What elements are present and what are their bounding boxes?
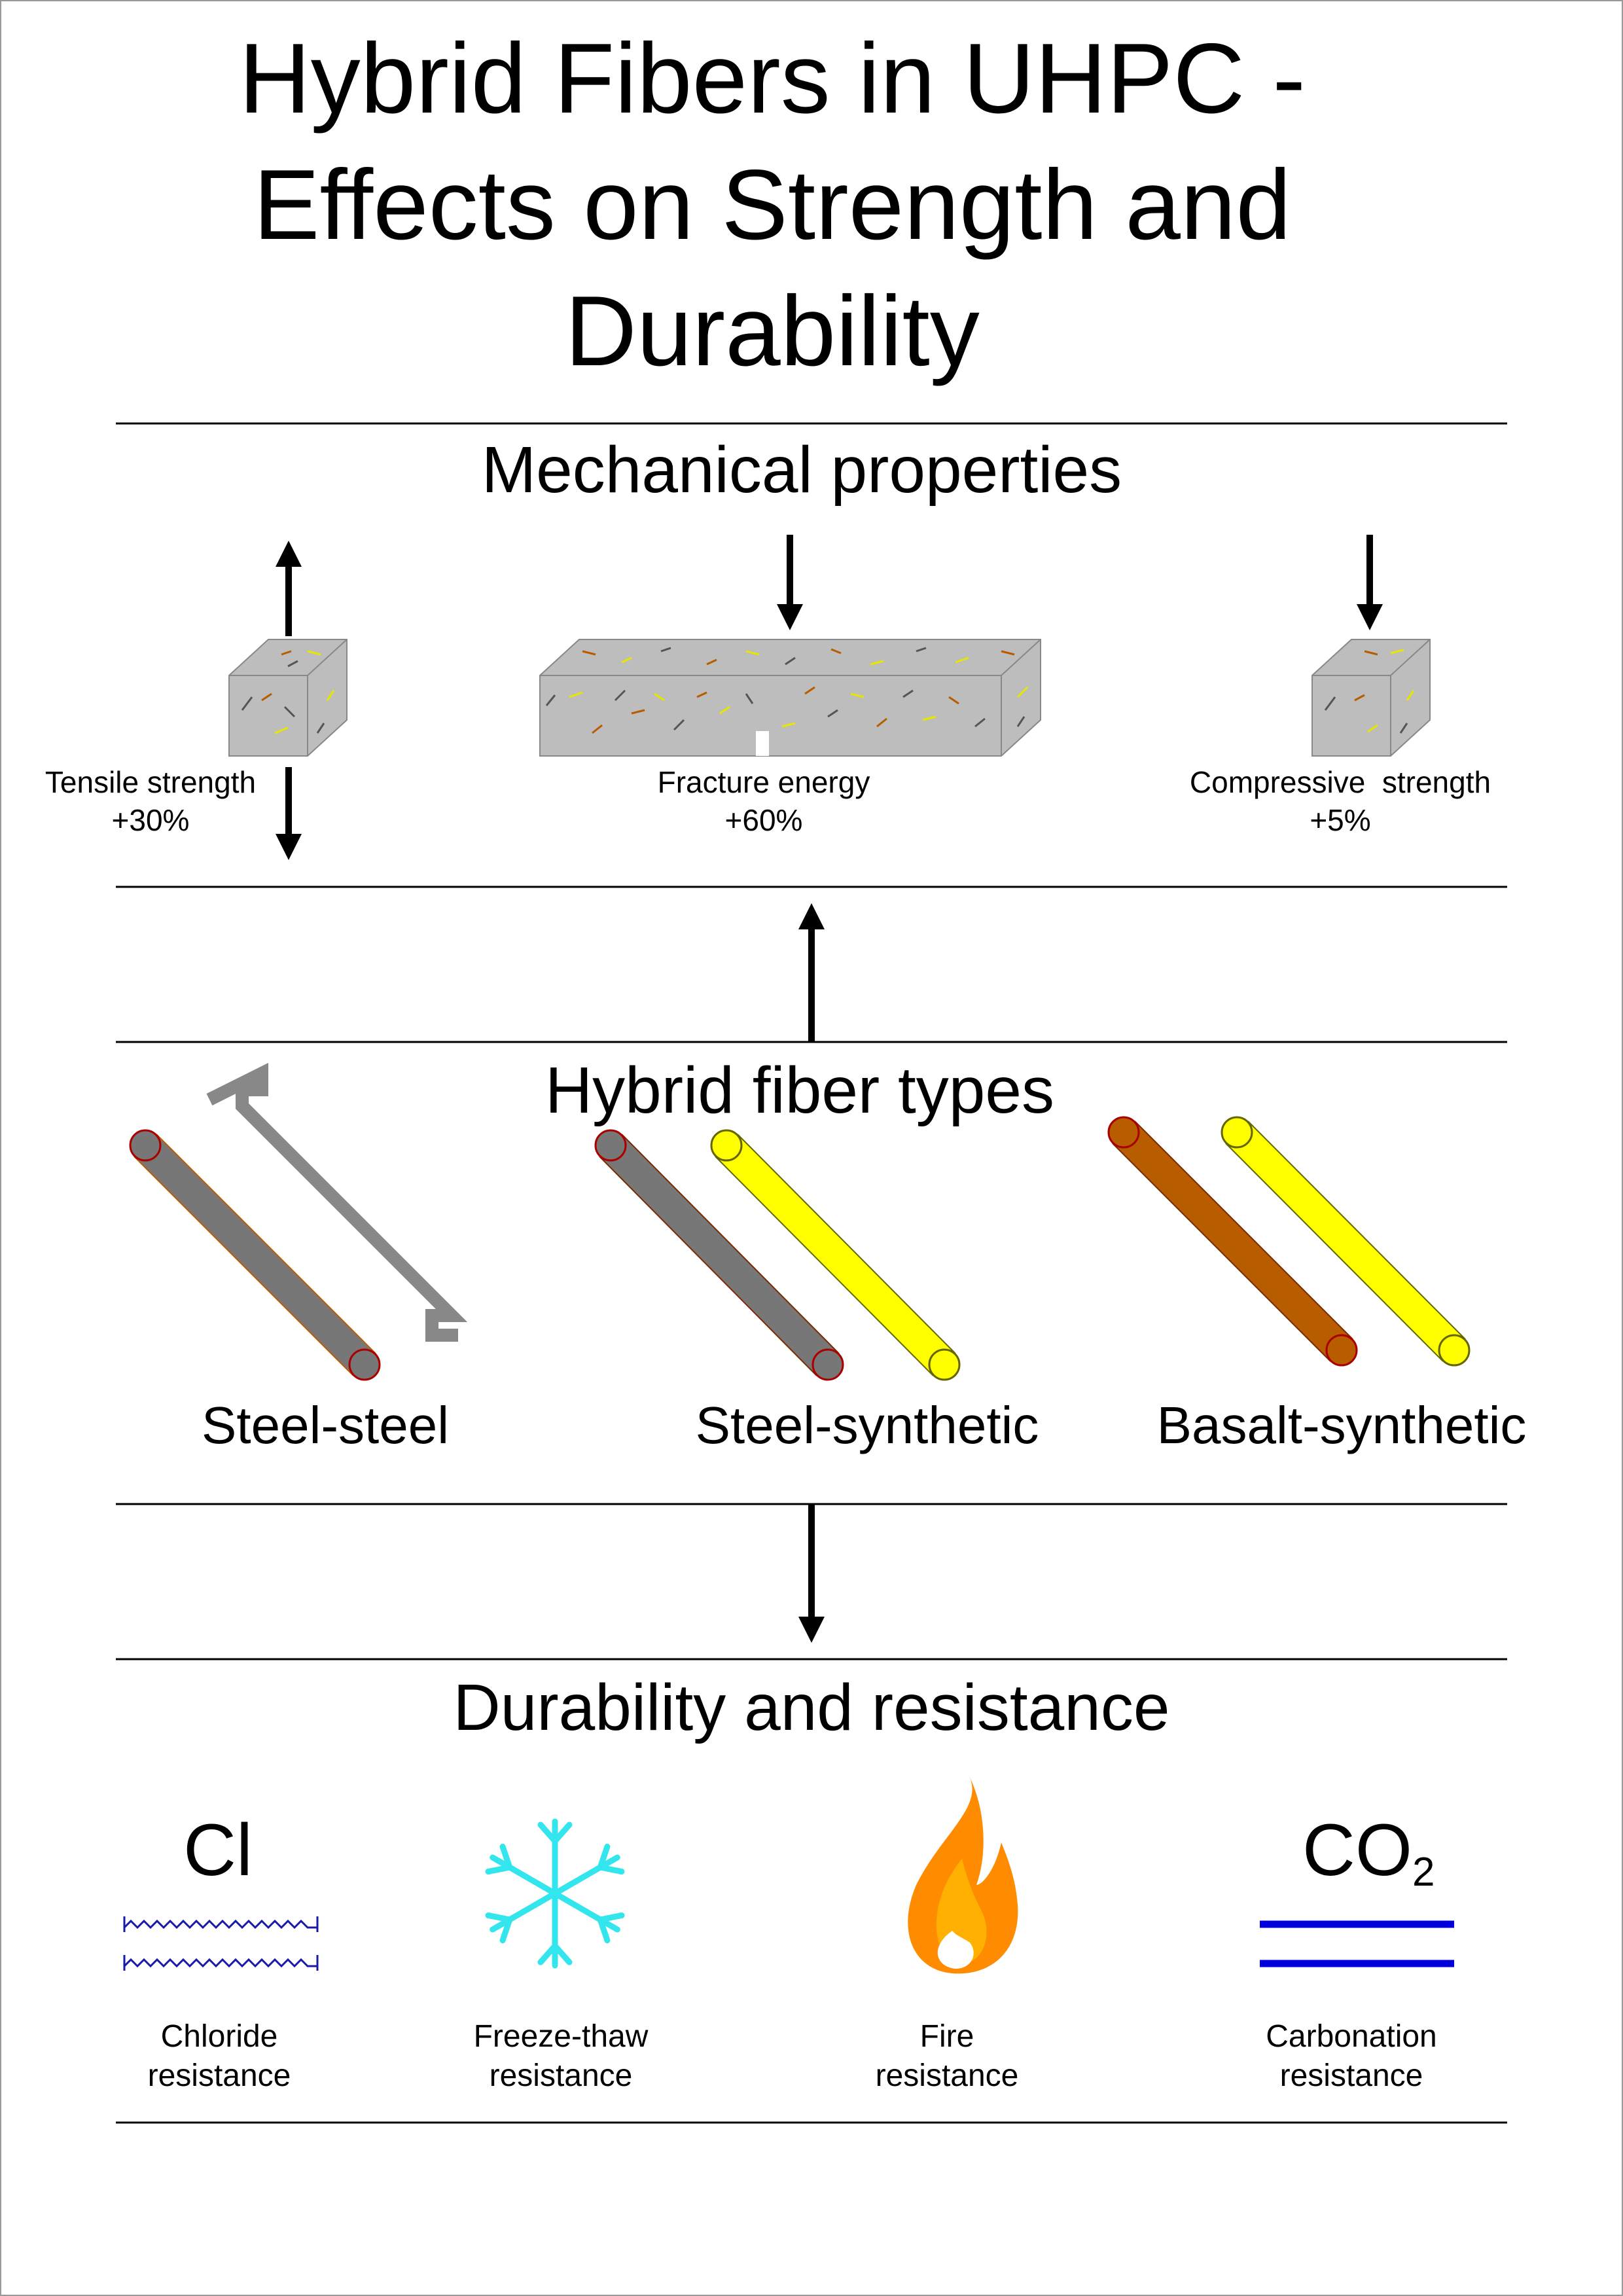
fracture-label: Fracture energy bbox=[658, 765, 870, 799]
fiber-label-basalt-synthetic: Basalt-synthetic bbox=[1157, 1396, 1527, 1454]
mechanical-heading: Mechanical properties bbox=[482, 433, 1122, 507]
steel-steel-fibers bbox=[129, 1062, 468, 1381]
durability-heading: Durability and resistance bbox=[454, 1671, 1170, 1744]
fire-label-line1: Fire bbox=[920, 2019, 974, 2054]
title-line-2: Effects on Strength and bbox=[253, 149, 1291, 260]
chloride-label-line2: resistance bbox=[148, 2058, 291, 2093]
freeze-thaw-label-line2: resistance bbox=[490, 2058, 633, 2093]
fracture-beam-specimen bbox=[539, 639, 1041, 757]
title-line-1: Hybrid Fibers in UHPC - bbox=[239, 23, 1306, 134]
co2-symbol-main: CO bbox=[1302, 1809, 1412, 1891]
snowflake-icon bbox=[485, 1818, 625, 1969]
tensile-value: +30% bbox=[112, 803, 190, 837]
flame-icon bbox=[908, 1775, 1018, 1974]
freeze-thaw-label-line1: Freeze-thaw bbox=[474, 2019, 649, 2054]
tensile-specimen bbox=[228, 639, 348, 757]
chloride-symbol: Cl bbox=[183, 1809, 253, 1891]
co2-symbol: CO2 bbox=[1302, 1809, 1435, 1895]
divider-lines bbox=[116, 422, 1507, 2124]
compressive-value: +5% bbox=[1310, 803, 1370, 837]
co2-symbol-subscript: 2 bbox=[1412, 1850, 1435, 1895]
carbonation-label-line2: resistance bbox=[1280, 2058, 1423, 2093]
fire-label-line2: resistance bbox=[876, 2058, 1019, 2093]
fibers-heading: Hybrid fiber types bbox=[545, 1054, 1054, 1127]
fiber-label-steel-steel: Steel-steel bbox=[202, 1396, 449, 1454]
fiber-label-steel-synthetic: Steel-synthetic bbox=[696, 1396, 1039, 1454]
title-line-3: Durability bbox=[565, 276, 980, 387]
compressive-label: Compressive strength bbox=[1190, 765, 1491, 799]
basalt-synthetic-fibers bbox=[1107, 1116, 1471, 1367]
chloride-label-line1: Chloride bbox=[161, 2019, 278, 2054]
chloride-icon bbox=[123, 1916, 319, 1971]
steel-synthetic-fibers bbox=[594, 1129, 961, 1381]
compressive-specimen bbox=[1311, 639, 1431, 757]
carbonation-label-line1: Carbonation bbox=[1266, 2019, 1437, 2054]
carbonation-icon bbox=[1260, 1920, 1454, 1967]
tensile-label: Tensile strength bbox=[45, 765, 256, 799]
fracture-value: +60% bbox=[725, 803, 803, 837]
